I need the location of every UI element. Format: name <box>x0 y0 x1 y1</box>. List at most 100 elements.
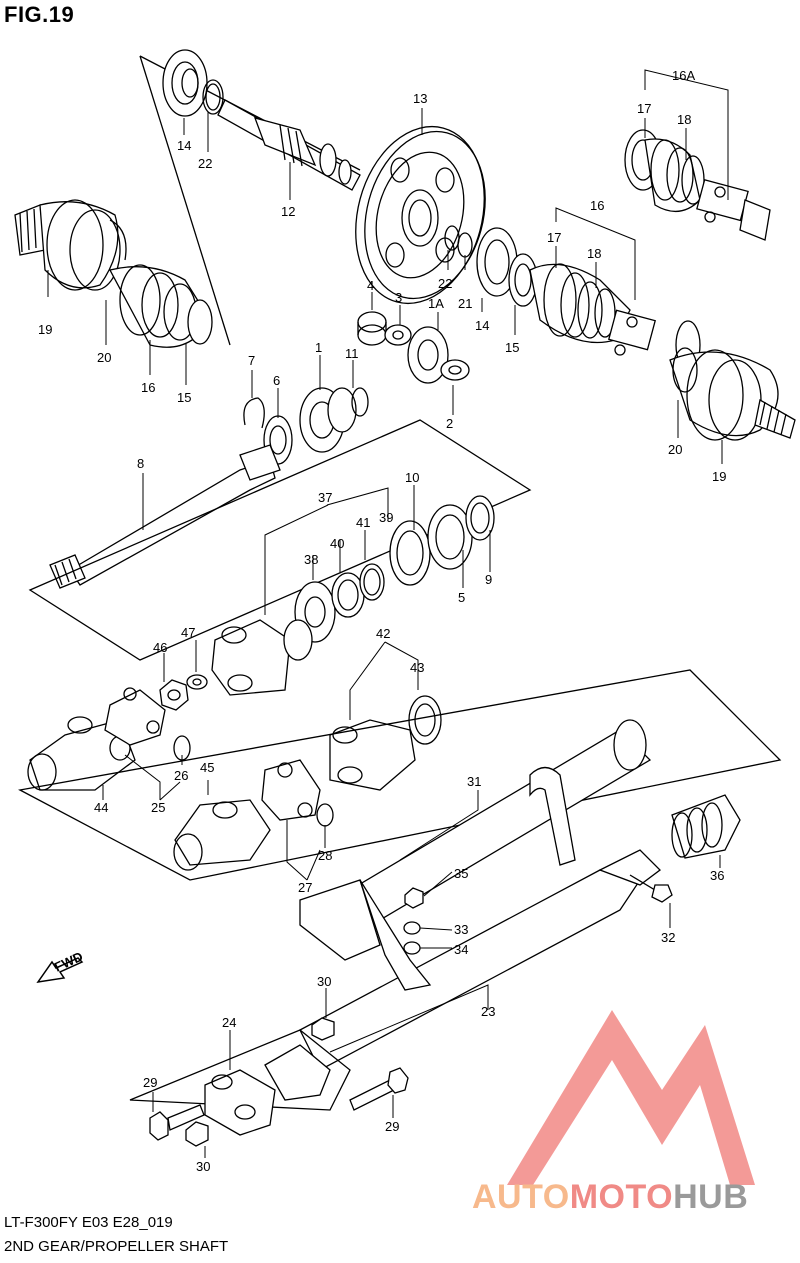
washer-part-47 <box>186 674 208 690</box>
callout: 15 <box>177 390 191 405</box>
yoke-part-24 <box>204 1044 331 1136</box>
callout: 14 <box>177 138 191 153</box>
bolt-part-29-left <box>149 1104 205 1141</box>
bolt-part-32 <box>629 874 673 903</box>
callout: 20 <box>668 442 682 457</box>
callout: 21 <box>458 296 472 311</box>
bolt-part-29-right <box>349 1067 409 1111</box>
callout: 1 <box>315 340 322 355</box>
bearing-part-14 <box>162 49 208 117</box>
callout: 29 <box>385 1119 399 1134</box>
callout: 4 <box>367 278 374 293</box>
callout: 43 <box>410 660 424 675</box>
model-code: LT-F300FY E03 E28_019 <box>4 1214 173 1231</box>
callout: 9 <box>485 572 492 587</box>
callout: 8 <box>137 456 144 471</box>
bushing-part-4 <box>357 311 387 346</box>
inset-frame-line <box>139 55 231 346</box>
callout: 16 <box>590 198 604 213</box>
callout: 17 <box>547 230 561 245</box>
callout: 46 <box>153 640 167 655</box>
sub-assembly-frame <box>28 419 532 661</box>
callout: 40 <box>330 536 344 551</box>
callout: 3 <box>395 290 402 305</box>
washer-part-34 <box>403 941 421 955</box>
watermark-auto: AUTO <box>472 1178 570 1216</box>
watermark-hub: HUB <box>673 1178 749 1216</box>
yoke-part-45 <box>173 799 271 871</box>
callout: 18 <box>677 112 691 127</box>
callout: 1A <box>428 296 444 311</box>
washer-part-33 <box>403 921 421 935</box>
callout: 13 <box>413 91 427 106</box>
callout: 31 <box>467 774 481 789</box>
gear-part-1 <box>299 387 357 453</box>
yoke-part-42 <box>329 695 442 791</box>
nut-part-35 <box>404 887 424 909</box>
diagram-caption: 2ND GEAR/PROPELLER SHAFT <box>4 1238 229 1255</box>
boot-part-16-left <box>109 264 211 348</box>
callout: 36 <box>710 868 724 883</box>
gear-part-1a <box>407 326 449 384</box>
fwd-label: FWD <box>52 949 85 975</box>
callout: 11 <box>345 346 359 361</box>
callout: 30 <box>317 974 331 989</box>
spider-part-25 <box>104 687 166 746</box>
callout: 47 <box>181 625 195 640</box>
callout: 10 <box>405 470 419 485</box>
washer-part-3 <box>384 324 412 346</box>
callout: 25 <box>151 800 165 815</box>
callout: 27 <box>298 880 312 895</box>
callout: 26 <box>174 768 188 783</box>
gear-part-13 <box>355 125 486 305</box>
callout: 16 <box>141 380 155 395</box>
callout: 20 <box>97 350 111 365</box>
seal-stack <box>294 495 495 643</box>
yoke-part-44 <box>27 716 136 791</box>
callout: 42 <box>376 626 390 641</box>
boot-assembly-part-16 <box>529 263 701 370</box>
callout: 44 <box>94 800 108 815</box>
callout: 38 <box>304 552 318 567</box>
callout: 32 <box>661 930 675 945</box>
callout: 29 <box>143 1075 157 1090</box>
callout: 14 <box>475 318 489 333</box>
callout: 22 <box>198 156 212 171</box>
callout: 41 <box>356 515 370 530</box>
spider-part-27 <box>261 759 321 821</box>
callout: 33 <box>454 922 468 937</box>
shaft-part-23 <box>299 849 661 1071</box>
callout: 18 <box>587 246 601 261</box>
callout: 35 <box>454 866 468 881</box>
boot-part-19-right <box>669 347 796 441</box>
shaft-part-8 <box>49 444 281 589</box>
propeller-frame <box>18 669 782 881</box>
callout: 22 <box>438 276 452 291</box>
boot-assembly-part-16a <box>624 129 771 241</box>
circlip-part-28 <box>316 803 334 827</box>
figure-title: FIG.19 <box>4 2 75 27</box>
callout: 34 <box>454 942 468 957</box>
yoke-part-37 <box>211 619 313 696</box>
clamp-part-20-left <box>109 219 127 261</box>
callout: 24 <box>222 1015 236 1030</box>
callout: 30 <box>196 1159 210 1174</box>
circlip-part-22 <box>202 79 224 115</box>
callout: 2 <box>446 416 453 431</box>
callout: 16A <box>672 68 695 83</box>
watermark-text: AUTOMOTOHUB <box>472 1178 748 1217</box>
callout: 39 <box>379 510 393 525</box>
callout: 12 <box>281 204 295 219</box>
shaft-part-12 <box>217 99 361 191</box>
seal-part-15-left <box>187 299 213 345</box>
callout: 19 <box>38 322 52 337</box>
circlip-part-11 <box>351 387 369 417</box>
automotohub-logo-icon <box>507 1010 755 1185</box>
callout: 5 <box>458 590 465 605</box>
callout: 28 <box>318 848 332 863</box>
fwd-arrow-icon <box>36 957 84 984</box>
nut-part-46 <box>159 679 189 711</box>
callout: 7 <box>248 353 255 368</box>
